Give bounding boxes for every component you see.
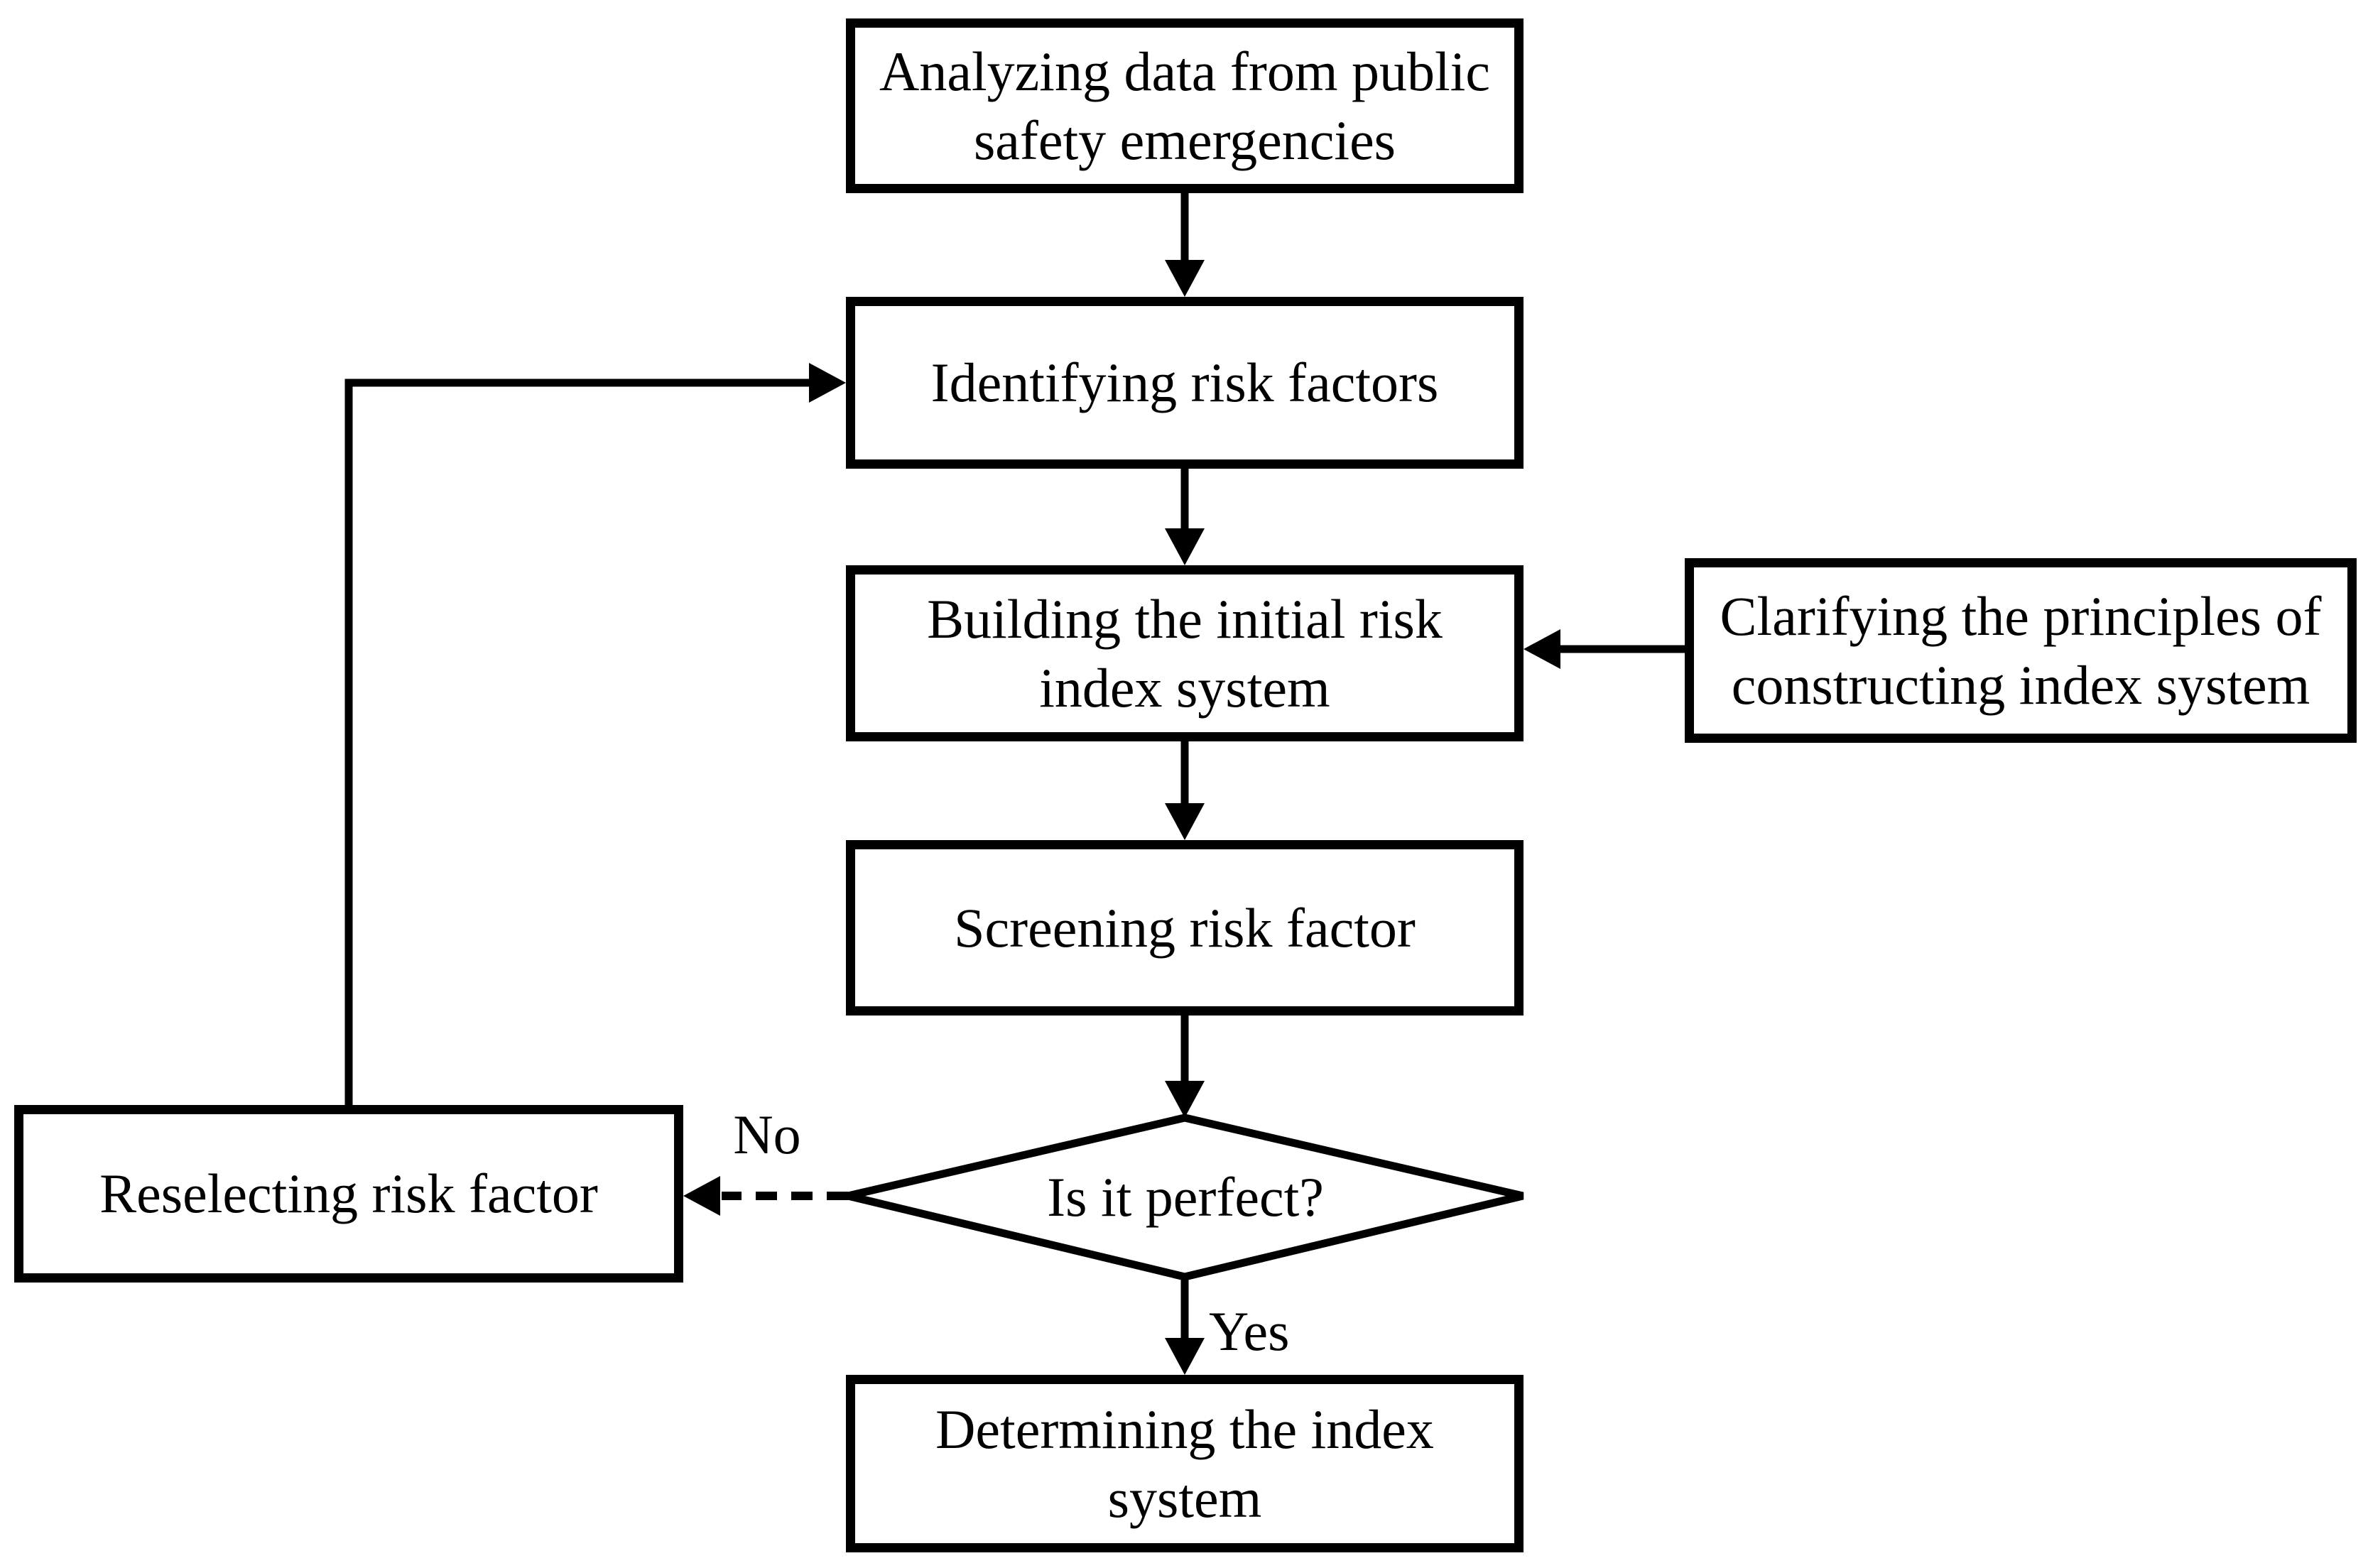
feedback-line-reselecting-to-identifying — [344, 379, 814, 1105]
node-reselecting-risk-factor-line1: Reselecting risk factor — [99, 1163, 598, 1225]
node-determining-index-system-line1: Determining the index — [935, 1398, 1434, 1460]
node-decision-is-it-perfect-line1: Is it perfect? — [1047, 1166, 1324, 1229]
arrowhead-screening-to-decision — [1165, 1081, 1205, 1118]
arrowhead-building-to-screening — [1165, 803, 1205, 840]
decision-diamond-shape — [847, 1114, 1524, 1281]
node-determining-index-system: Determining the index system — [846, 1375, 1524, 1552]
node-building-initial-risk-index-line2: index system — [1039, 657, 1330, 719]
node-identifying-risk-factors: Identifying risk factors — [846, 297, 1524, 469]
arrowhead-decision-to-determining — [1165, 1338, 1205, 1375]
edge-label-yes-text: Yes — [1209, 1300, 1290, 1362]
node-clarifying-principles-line1: Clarifying the principles of — [1720, 584, 2322, 647]
edge-label-no-text: No — [733, 1104, 801, 1166]
arrowhead-decision-to-reselecting — [683, 1176, 720, 1216]
node-identifying-risk-factors-line1: Identifying risk factors — [930, 352, 1439, 414]
node-analyzing-data: Analyzing data from public safety emerge… — [846, 18, 1524, 193]
node-screening-risk-factor: Screening risk factor — [846, 840, 1524, 1016]
node-building-initial-risk-index: Building the initial risk index system — [846, 565, 1524, 741]
node-analyzing-data-line2: safety emergencies — [973, 109, 1396, 171]
node-building-initial-risk-index-line1: Building the initial risk — [927, 587, 1443, 650]
node-clarifying-principles-line2: constructing index system — [1731, 654, 2310, 716]
arrowhead-reselecting-to-identifying — [809, 363, 846, 403]
arrowhead-clarifying-to-building — [1524, 629, 1560, 669]
node-analyzing-data-line1: Analyzing data from public — [879, 40, 1490, 102]
node-clarifying-principles: Clarifying the principles of constructin… — [1685, 558, 2357, 743]
node-decision-is-it-perfect: Is it perfect? — [848, 1118, 1523, 1277]
node-screening-risk-factor-line1: Screening risk factor — [954, 896, 1416, 959]
node-determining-index-system-line2: system — [1107, 1467, 1262, 1529]
edge-label-yes: Yes — [1209, 1294, 1394, 1368]
node-reselecting-risk-factor: Reselecting risk factor — [14, 1105, 683, 1283]
edge-label-no: No — [700, 1099, 835, 1170]
arrowhead-analyzing-to-identifying — [1165, 260, 1205, 297]
arrowhead-identifying-to-building — [1165, 528, 1205, 565]
